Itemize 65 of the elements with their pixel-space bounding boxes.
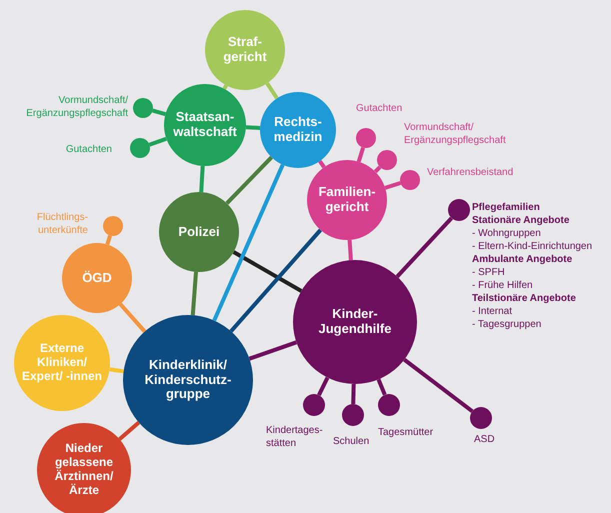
node-caption: - Tagesgruppen <box>472 318 542 331</box>
node-caption: - Internat <box>472 305 512 318</box>
node-caption: Gutachten <box>66 143 112 156</box>
dot-node <box>448 199 470 221</box>
dot-node <box>342 404 364 426</box>
node-caption: - Wohngruppen <box>472 227 541 240</box>
node-label: Familien- gericht <box>317 185 377 215</box>
connector-line <box>403 358 474 413</box>
dot-node <box>378 394 400 416</box>
connector-line <box>232 250 302 293</box>
node-caption: Verfahrensbeistand <box>427 166 514 179</box>
dot-node <box>377 150 397 170</box>
node-caption: Gutachten <box>356 102 402 115</box>
node-caption: Schulen <box>333 435 370 448</box>
dot-node <box>103 216 123 236</box>
dot-node <box>133 98 153 118</box>
node-caption: - Eltern-Kind-Einrichtungen <box>472 240 592 253</box>
connector-line <box>190 272 198 316</box>
dot-node <box>303 394 325 416</box>
node-caption: Teilstionäre Angebote <box>472 292 576 305</box>
connector-line <box>348 240 353 260</box>
node-label: Staatsan- waltschaft <box>172 110 238 140</box>
node-caption: Tagesmütter <box>378 426 434 439</box>
node-label: Rechts- medizin <box>272 115 324 145</box>
connector-line <box>118 421 140 441</box>
node-caption: - Frühe Hilfen <box>472 279 533 292</box>
dot-node <box>400 170 420 190</box>
connector-line <box>225 156 273 205</box>
connector-line <box>317 376 330 396</box>
connector-line <box>384 181 402 190</box>
dot-node <box>470 407 492 429</box>
node-label: Kinder- Jugendhilfe <box>318 307 392 337</box>
connector-line <box>396 216 453 278</box>
connector-line <box>105 235 112 246</box>
connector-line <box>148 136 167 147</box>
dot-node <box>130 138 150 158</box>
connector-line <box>152 108 166 116</box>
node-label: ÖGD <box>81 270 113 286</box>
node-caption: Kindertages- stätten <box>266 424 324 450</box>
connector-line <box>265 82 279 100</box>
node-label: Polizei <box>177 224 221 240</box>
node-caption: - SPFH <box>472 266 505 279</box>
connector-line <box>199 166 205 192</box>
node-caption: Flüchtlings- unterkünfte <box>36 211 88 237</box>
connector-line <box>109 367 124 374</box>
connector-line <box>374 166 382 174</box>
connector-line <box>246 125 260 130</box>
connector-line <box>212 164 285 322</box>
node-label: Nieder gelassene Ärztinnen/ Ärzte <box>54 442 114 498</box>
node-label: Kinderklinik/ Kinderschutz- gruppe <box>144 358 232 402</box>
connector-line <box>356 147 366 162</box>
connector-line <box>230 228 322 333</box>
node-caption: Vormundschaft/ Ergänzungspflegschaft <box>25 94 128 120</box>
connector-line <box>376 378 387 396</box>
connector-line <box>351 384 356 404</box>
node-caption: ASD <box>474 433 495 446</box>
node-caption: Ambulante Angebote <box>472 253 572 266</box>
node-caption: Stationäre Angebote <box>472 214 570 227</box>
connector-line <box>318 160 326 168</box>
node-caption: Pflegefamilien <box>472 201 540 214</box>
dot-node <box>356 128 376 148</box>
node-label: Externe Kliniken/ Expert/ -innen <box>20 342 103 384</box>
node-label: Straf- gericht <box>222 35 268 65</box>
node-caption: Vormundschaft/ Ergänzungspflegschaft <box>404 121 507 147</box>
connector-line <box>118 302 146 333</box>
